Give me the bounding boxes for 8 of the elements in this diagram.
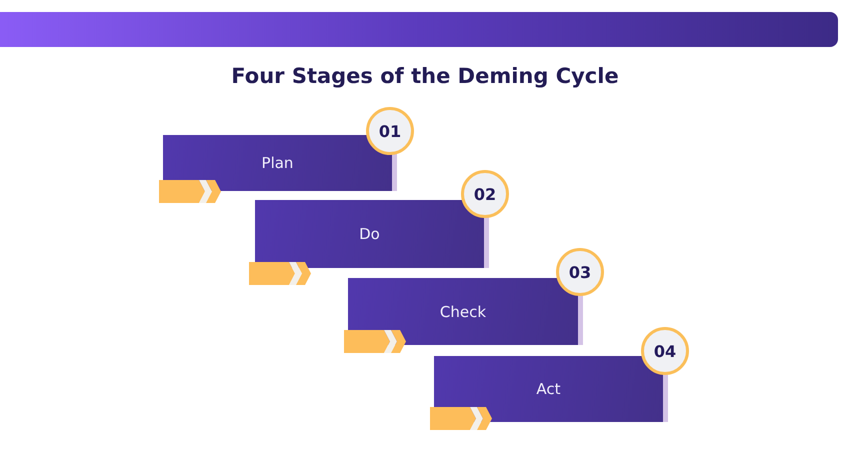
step-number-circle: 04 — [641, 327, 689, 375]
stage-box: Do — [255, 200, 489, 268]
diagram-title: Four Stages of the Deming Cycle — [230, 64, 620, 88]
stage-box: Check — [348, 278, 583, 345]
step-number-circle: 03 — [556, 248, 604, 296]
step-number-circle: 01 — [366, 107, 414, 155]
step-number-circle: 02 — [461, 170, 509, 218]
stage-box: Act — [434, 356, 668, 422]
